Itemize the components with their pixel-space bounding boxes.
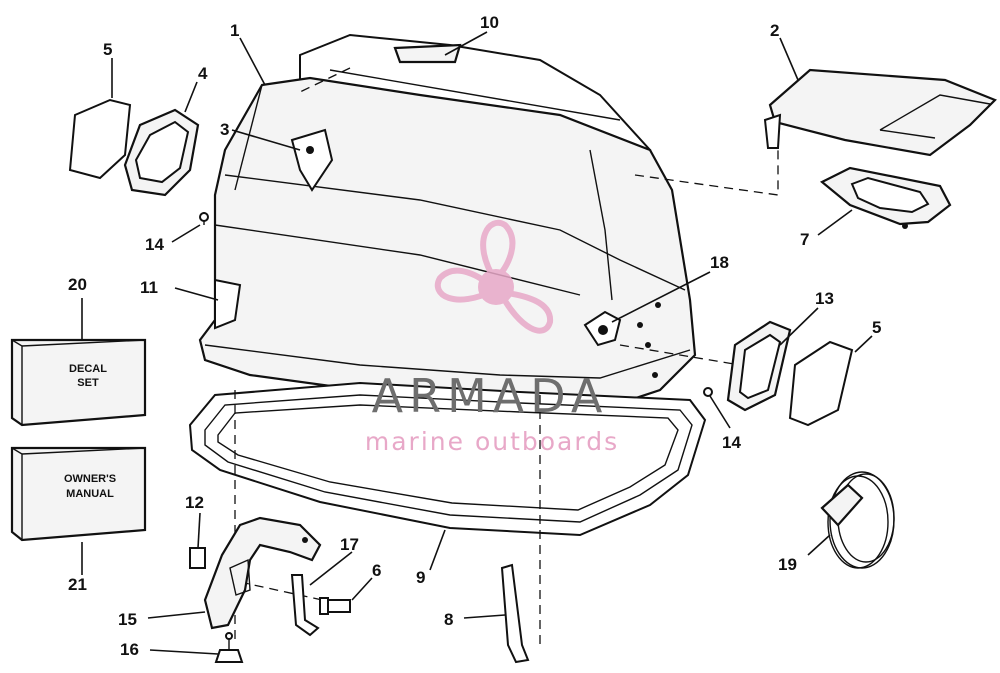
callout-2: 2 — [770, 21, 779, 40]
callout-8: 8 — [444, 610, 453, 629]
callout-4: 4 — [198, 64, 208, 83]
decal-label-line1: DECAL — [69, 363, 107, 375]
part-8-strap — [500, 563, 530, 664]
callout-5-upper: 5 — [103, 40, 112, 59]
callout-numbers: 1 10 2 4 5 3 14 11 20 7 18 13 5 14 12 17… — [68, 13, 881, 659]
part-7-gasket — [819, 166, 952, 229]
part-5-window-right — [788, 340, 854, 427]
part-15-bracket — [203, 516, 322, 630]
callout-10: 10 — [480, 13, 499, 32]
callout-19: 19 — [778, 555, 797, 574]
decal-label-line2: SET — [77, 377, 99, 389]
watermark-title: ARMADA — [372, 369, 609, 423]
part-2-top-cap — [763, 68, 997, 157]
callout-11: 11 — [140, 278, 158, 297]
part-5-window-upper — [68, 98, 132, 180]
manual-label-line1: OWNER'S — [64, 473, 116, 485]
owners-manual-box: OWNER'S MANUAL — [10, 446, 147, 542]
decal-set-box: DECAL SET — [10, 338, 147, 427]
part-9-lower-pan — [188, 381, 707, 537]
callout-7: 7 — [800, 230, 809, 249]
part-16-stud — [214, 632, 244, 663]
callout-6: 6 — [372, 561, 381, 580]
callout-3: 3 — [220, 120, 229, 139]
manual-label-line2: MANUAL — [66, 488, 114, 500]
part-14-screws — [199, 212, 713, 397]
callout-18: 18 — [710, 253, 729, 272]
leader-lines — [81, 31, 873, 655]
callout-1: 1 — [230, 21, 239, 40]
part-17-strap — [290, 574, 320, 637]
part-13-window-frame — [726, 320, 792, 412]
callout-16: 16 — [120, 640, 139, 659]
callout-21: 21 — [68, 575, 87, 594]
watermark-subtitle: marine outboards — [365, 427, 619, 456]
part-1-engine-cover — [198, 76, 697, 412]
callout-12: 12 — [185, 493, 204, 512]
part-6-bolt — [319, 597, 351, 615]
callout-20: 20 — [68, 275, 87, 294]
part-19-cable — [820, 471, 895, 569]
callout-13: 13 — [815, 289, 834, 308]
callout-5-right: 5 — [872, 318, 881, 337]
part-4-window-frame — [123, 108, 200, 197]
callout-9: 9 — [416, 568, 425, 587]
callout-14-lower: 14 — [722, 433, 741, 452]
armada-watermark: ARMADA marine outboards — [365, 220, 619, 456]
callout-15: 15 — [118, 610, 137, 629]
callout-14-upper: 14 — [145, 235, 164, 254]
part-12-clip — [189, 547, 206, 569]
propeller-logo-icon — [435, 220, 554, 334]
callout-17: 17 — [340, 535, 359, 554]
